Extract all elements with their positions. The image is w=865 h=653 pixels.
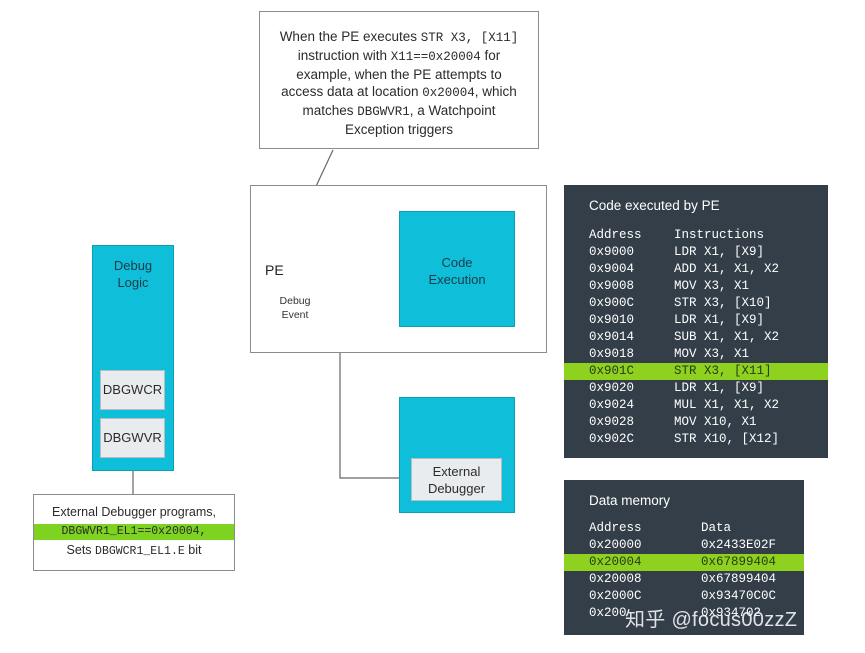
code-execution-label: Code Execution	[400, 254, 514, 288]
ext-prog-text: Sets	[66, 543, 96, 557]
external-debugger-programs-note: External Debugger programs, DBGWVR1_EL1=…	[33, 494, 235, 571]
code-instruction-cell: LDR X1, [X9]	[674, 313, 765, 327]
external-debugger-line: Debugger	[427, 481, 486, 496]
code-row: 0x9024 MUL X1, X1, X2	[564, 397, 828, 414]
memory-row: 0x2000C 0x93470C0C	[564, 588, 804, 605]
code-row: 0x902C STR X10, [X12]	[564, 431, 828, 448]
callout-code: DBGWVR1	[357, 105, 410, 119]
memory-address-cell: 0x20000	[589, 538, 642, 552]
code-address-cell: 0x902C	[589, 432, 635, 446]
data-memory-panel: Data memory Address Data 0x20000 0x2433E0…	[564, 480, 804, 635]
code-instruction-cell: ADD X1, X1, X2	[674, 262, 780, 276]
column-header-address: Address	[589, 521, 642, 535]
memory-row: 0x20000 0x2433E02F	[564, 537, 804, 554]
code-row: 0x9020 LDR X1, [X9]	[564, 380, 828, 397]
memory-data-cell: 0x67899404	[701, 572, 777, 586]
column-header-address: Address	[589, 228, 642, 242]
dbgwcr-register: DBGWCR	[100, 370, 165, 410]
code-address-cell: 0x9010	[589, 313, 635, 327]
debug-logic-label: Debug Logic	[92, 257, 174, 291]
code-table-header: Address Instructions	[564, 227, 828, 244]
callout-code: X11==0x20004	[390, 50, 481, 64]
memory-address-cell: 0x20004	[589, 555, 642, 569]
watermark: 知乎 @focus00zzZ	[625, 609, 798, 631]
external-debugger-line: External	[432, 464, 481, 479]
debug-logic-line: Logic	[117, 275, 149, 290]
code-row: 0x9004 ADD X1, X1, X2	[564, 261, 828, 278]
debug-event-line: Debug	[279, 295, 311, 307]
code-instruction-cell: MOV X3, X1	[674, 279, 750, 293]
code-row: 0x9018 MOV X3, X1	[564, 346, 828, 363]
code-instruction-cell: MOV X3, X1	[674, 347, 750, 361]
callout-code: STR X3, [X11]	[420, 31, 519, 45]
callout-text: access data at location	[281, 84, 423, 99]
debug-event-line: Event	[281, 309, 309, 321]
code-execution-line: Execution	[428, 272, 486, 287]
dbgwvr-register: DBGWVR	[100, 418, 165, 458]
callout-text: instruction with	[297, 48, 391, 63]
code-instruction-cell: STR X10, [X12]	[674, 432, 780, 446]
ext-prog-line1: External Debugger programs,	[52, 505, 216, 519]
memory-data-cell: 0x67899404	[701, 555, 777, 569]
code-execution-block: Code Execution	[399, 211, 515, 327]
memory-address-cell: 0x200	[589, 606, 627, 620]
callout-text: When the PE executes	[279, 29, 421, 44]
code-execution-line: Code	[441, 255, 473, 270]
code-address-cell: 0x9008	[589, 279, 635, 293]
callout-text: Exception triggers	[344, 122, 454, 137]
column-header-instructions: Instructions	[674, 228, 765, 242]
ext-prog-line3: Sets DBGWCR1_EL1.E bit	[34, 543, 234, 558]
memory-table-header: Address Data	[564, 520, 804, 537]
pe-label: PE	[265, 262, 284, 278]
callout-text: example, when the PE attempts to	[296, 67, 502, 82]
code-row: 0x9008 MOV X3, X1	[564, 278, 828, 295]
memory-data-cell: 0x93470C0C	[701, 589, 777, 603]
code-instruction-cell: SUB X1, X1, X2	[674, 330, 780, 344]
debug-event-label: Debug Event	[270, 294, 320, 322]
code-instruction-cell: STR X3, [X11]	[674, 364, 772, 378]
callout-text: , a Watchpoint	[409, 103, 496, 118]
code-address-cell: 0x9000	[589, 245, 635, 259]
watchpoint-callout: When the PE executes STR X3, [X11] instr…	[259, 11, 539, 149]
ext-prog-code: DBGWCR1_EL1.E	[95, 545, 185, 558]
memory-address-cell: 0x2000C	[589, 589, 642, 603]
code-instruction-cell: STR X3, [X10]	[674, 296, 772, 310]
code-address-cell: 0x9020	[589, 381, 635, 395]
memory-row: 0x200 0x934702	[564, 605, 804, 622]
code-instruction-cell: MUL X1, X1, X2	[674, 398, 780, 412]
code-row-highlighted: 0x901C STR X3, [X11]	[564, 363, 828, 380]
memory-row: 0x20008 0x67899404	[564, 571, 804, 588]
ext-prog-line2-highlight: DBGWVR1_EL1==0x20004,	[34, 524, 234, 540]
code-address-cell: 0x9014	[589, 330, 635, 344]
column-header-data: Data	[701, 521, 732, 535]
code-address-cell: 0x901C	[589, 364, 635, 378]
code-instruction-cell: MOV X10, X1	[674, 415, 757, 429]
code-panel-title: Code executed by PE	[589, 198, 720, 213]
debug-logic-line: Debug	[113, 258, 153, 273]
memory-address-cell: 0x20008	[589, 572, 642, 586]
code-row: 0x9010 LDR X1, [X9]	[564, 312, 828, 329]
memory-panel-title: Data memory	[589, 493, 671, 508]
callout-code: 0x20004	[422, 86, 475, 100]
code-row: 0x9028 MOV X10, X1	[564, 414, 828, 431]
memory-data-cell: 0x2433E02F	[701, 538, 777, 552]
code-address-cell: 0x9028	[589, 415, 635, 429]
code-instruction-cell: LDR X1, [X9]	[674, 381, 765, 395]
memory-data-cell: 0x934702	[701, 606, 762, 620]
code-address-cell: 0x900C	[589, 296, 635, 310]
callout-text: matches	[302, 103, 358, 118]
code-address-cell: 0x9024	[589, 398, 635, 412]
memory-row-highlighted: 0x20004 0x67899404	[564, 554, 804, 571]
callout-text: , which	[474, 84, 517, 99]
callout-text: for	[480, 48, 501, 63]
code-instruction-cell: LDR X1, [X9]	[674, 245, 765, 259]
code-address-cell: 0x9018	[589, 347, 635, 361]
ext-prog-text: bit	[184, 543, 202, 557]
external-debugger-label: External Debugger	[411, 458, 502, 501]
code-executed-panel: Code executed by PE Address Instructions…	[564, 185, 828, 458]
code-address-cell: 0x9004	[589, 262, 635, 276]
code-row: 0x900C STR X3, [X10]	[564, 295, 828, 312]
code-row: 0x9000 LDR X1, [X9]	[564, 244, 828, 261]
code-row: 0x9014 SUB X1, X1, X2	[564, 329, 828, 346]
